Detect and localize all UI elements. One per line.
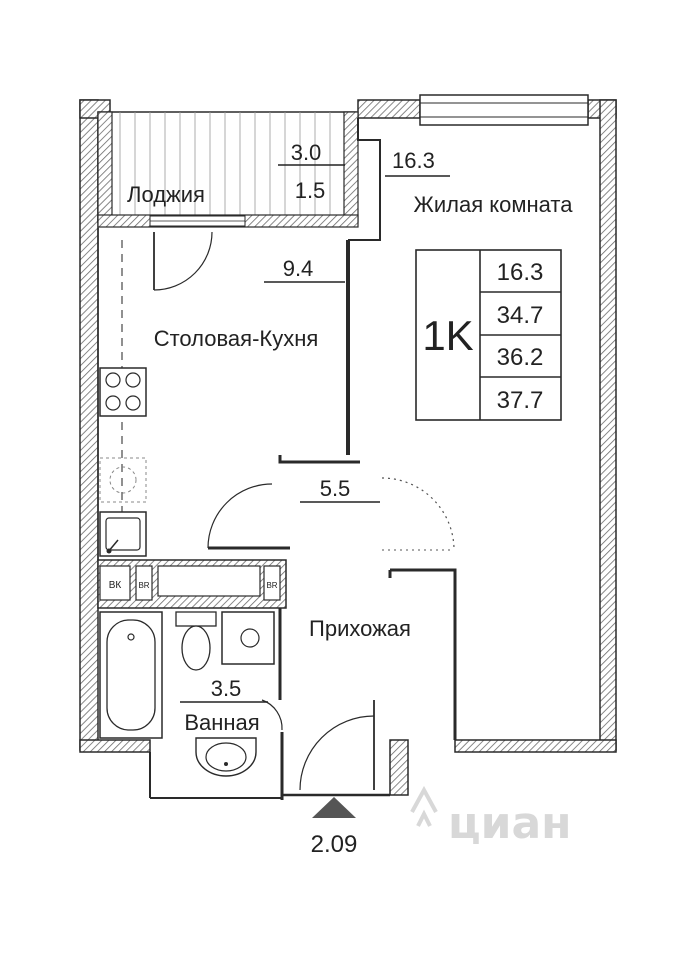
living-room-area: 16.3 (392, 148, 435, 173)
hall-area: 5.5 (320, 476, 351, 501)
bath-door-swing (261, 699, 283, 731)
loggia-area-reduced: 1.5 (295, 178, 326, 203)
shower-tray-icon (221, 611, 275, 665)
window-top (419, 94, 589, 126)
partitions (97, 118, 457, 800)
summary-living-area: 16.3 (497, 259, 544, 286)
vent-label-bk: ВК (109, 580, 122, 591)
outer-walls (79, 99, 617, 796)
kitchen-name: Столовая-Кухня (154, 326, 319, 351)
living-room-name: Жилая комната (414, 192, 574, 217)
loggia-name: Лоджия (127, 182, 205, 207)
washbasin-icon (195, 737, 257, 777)
apartment-type: 1K (422, 312, 473, 359)
entrance-door-swing (299, 700, 375, 791)
bath-area: 3.5 (211, 676, 242, 701)
cian-logo-watermark (410, 785, 438, 827)
hall-door-swing (207, 483, 273, 549)
summary-area-reduced: 36.2 (497, 344, 544, 371)
summary-area-total: 37.7 (497, 387, 544, 414)
vent-label-vr1: ВR (138, 581, 149, 590)
kitchen-door-swing (153, 231, 213, 291)
vent-block (97, 559, 287, 609)
summary-area-without-loggia: 34.7 (497, 302, 544, 329)
hall-name: Прихожая (309, 616, 411, 641)
toilet-icon (175, 611, 217, 671)
loggia-area-full: 3.0 (291, 140, 322, 165)
bathtub-icon (99, 611, 163, 739)
loggia-floor-lines (119, 112, 331, 215)
watermark-text: циан (448, 798, 572, 849)
washing-machine-icon (99, 457, 147, 503)
vent-label-vr2: ВR (266, 581, 277, 590)
living-door-swing (381, 477, 455, 551)
kitchen-sink-icon (99, 511, 147, 557)
summary-table (415, 249, 562, 421)
stove-icon (99, 367, 147, 417)
kitchen-area: 9.4 (283, 256, 314, 281)
loggia (97, 111, 359, 228)
entrance-triangle-icon (312, 797, 356, 818)
ceiling-height: 2.09 (311, 831, 358, 858)
bath-name: Ванная (184, 710, 259, 735)
